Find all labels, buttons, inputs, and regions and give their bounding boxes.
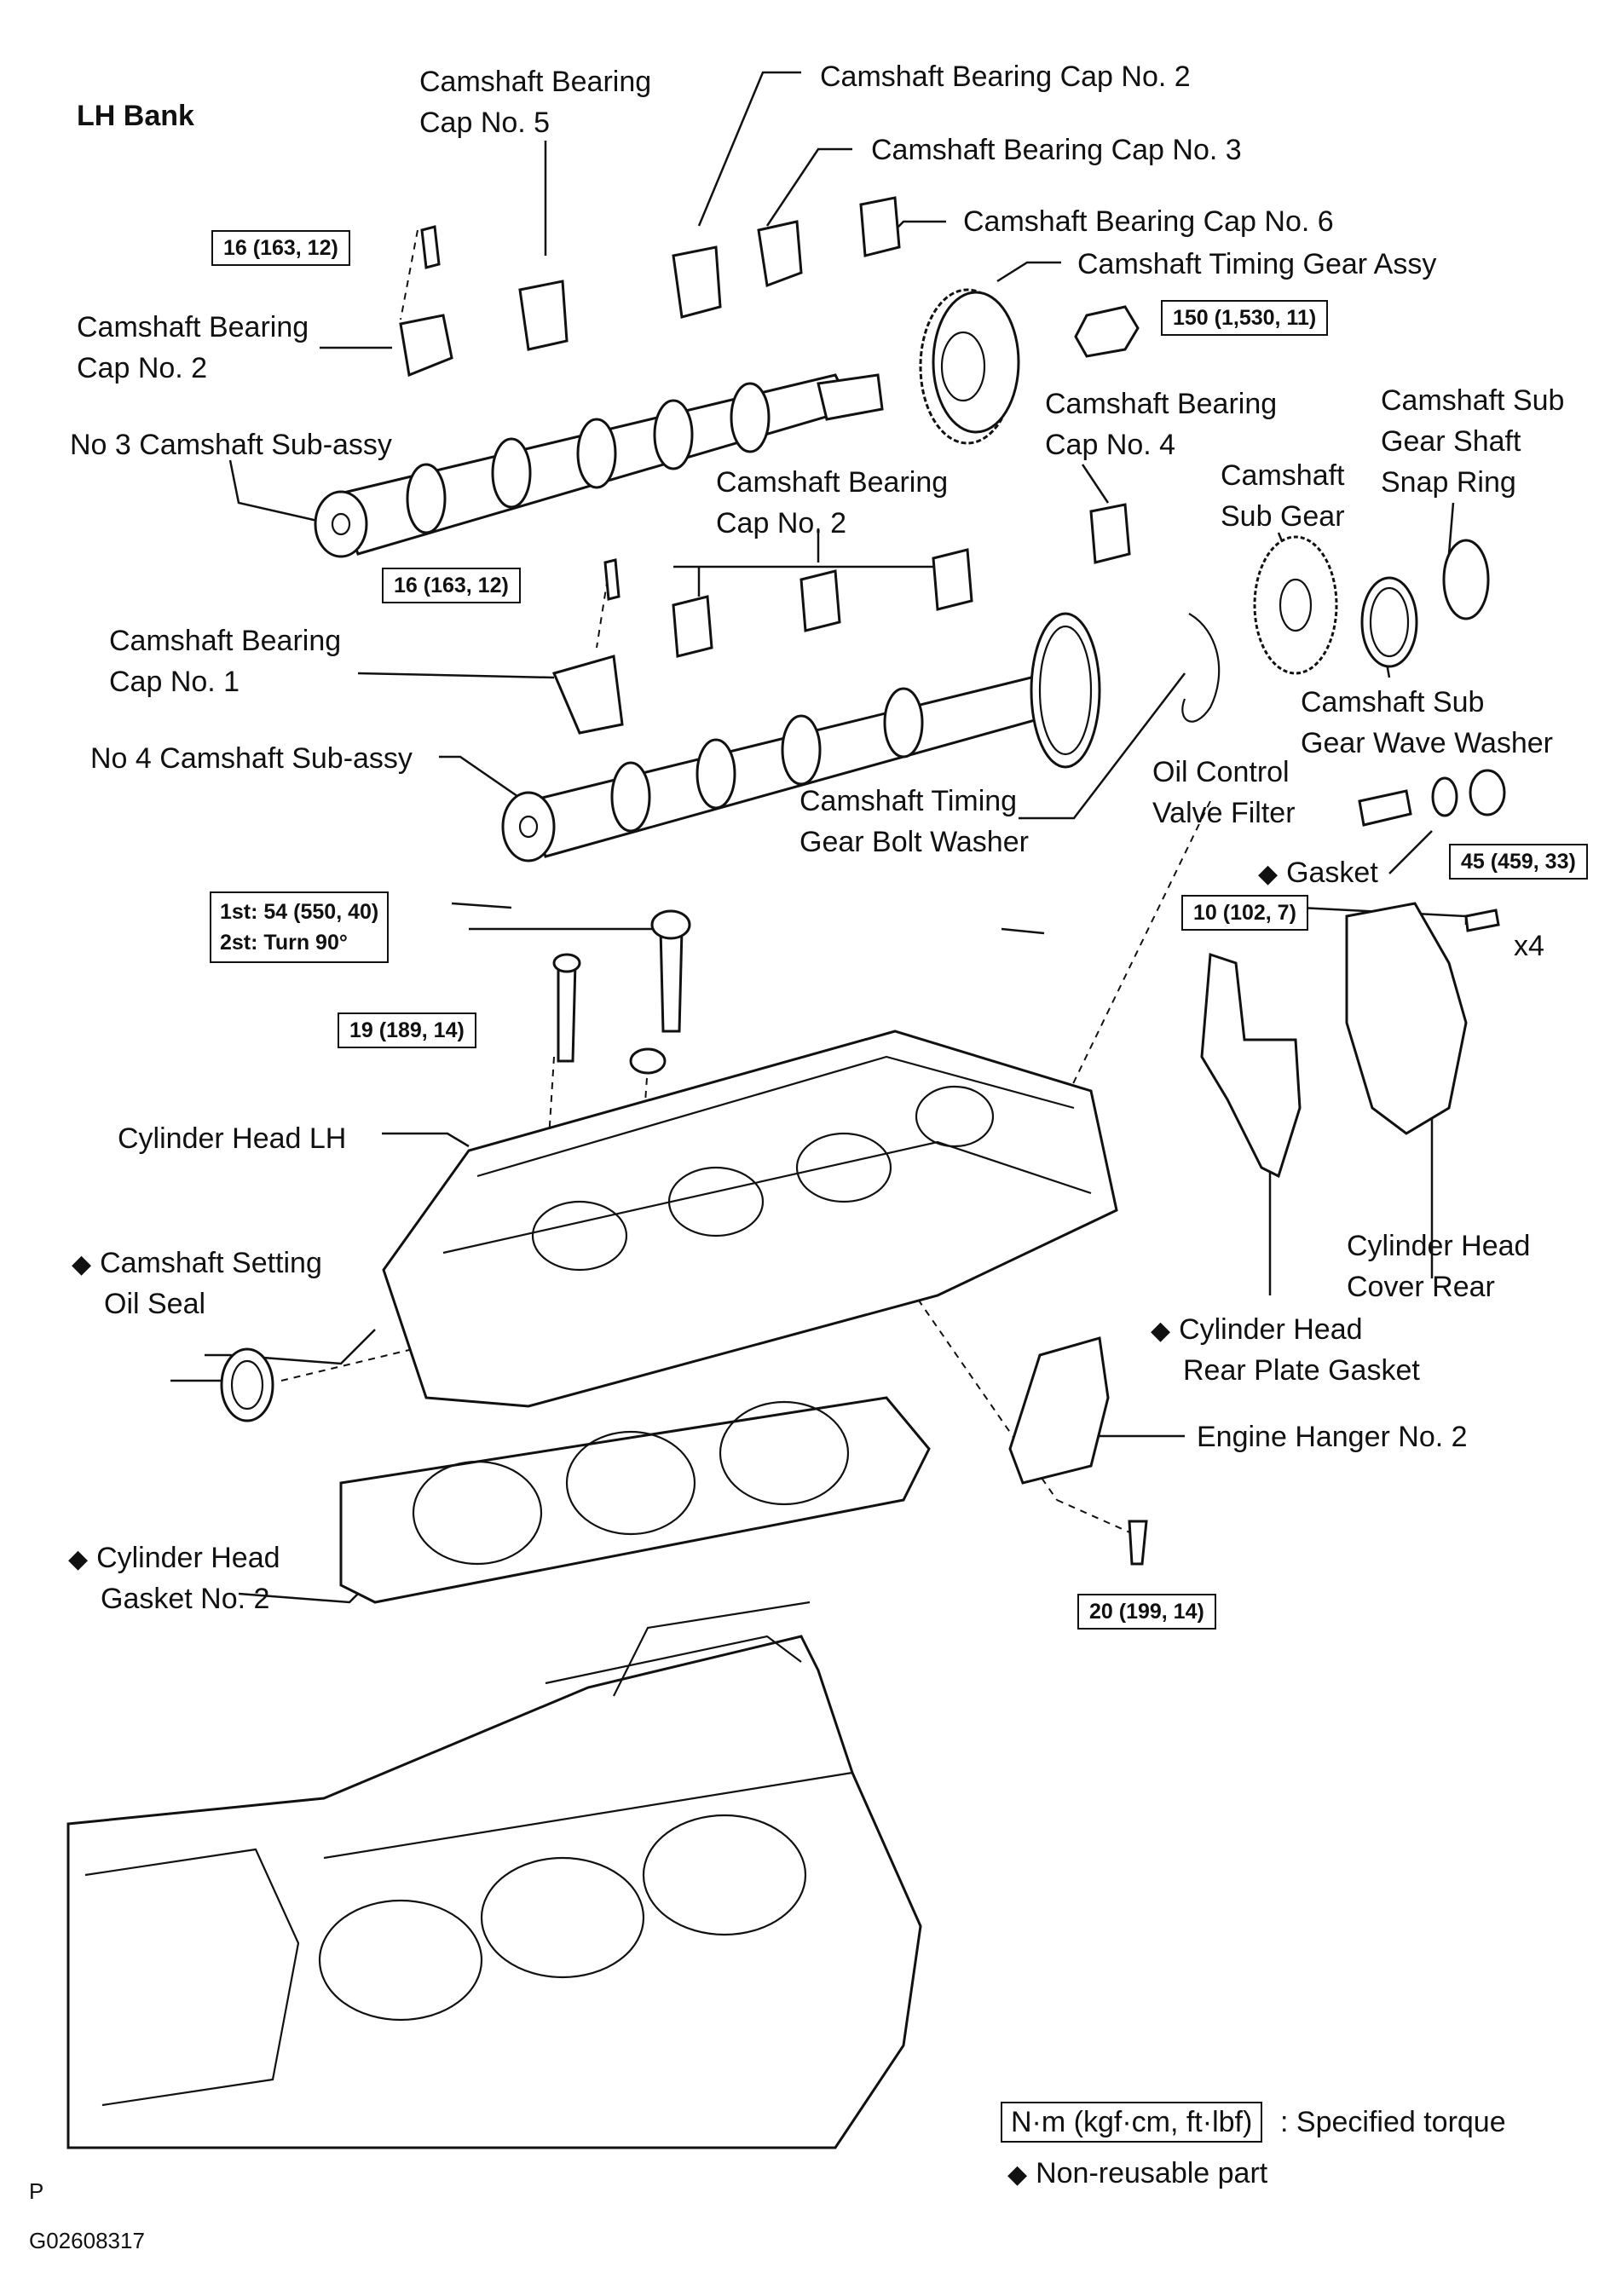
timing-gear-drawing: [919, 288, 1140, 445]
no3-camshaft-drawing: [314, 373, 884, 558]
label-head-gasket-line2: Gasket No. 2: [101, 1583, 270, 1615]
label-snap-ring-line3: Snap Ring: [1381, 466, 1516, 499]
label-bearing-cap-2-mid-line2: Cap No. 2: [716, 507, 847, 539]
torque-box: 20 (199, 14): [1077, 1594, 1216, 1630]
label-bearing-cap-4-line2: Cap No. 4: [1045, 429, 1176, 461]
head-bolts-drawing: [552, 909, 691, 1075]
torque-box: 10 (102, 7): [1181, 895, 1308, 931]
label-oil-seal-line1: ◆ Camshaft Setting: [72, 1243, 322, 1285]
label-oil-filter-line1: Oil Control: [1152, 756, 1290, 788]
label-oil-seal-line2: Oil Seal: [104, 1288, 206, 1320]
label-rear-plate-gasket-line1: ◆ Cylinder Head: [1151, 1309, 1363, 1352]
label-bearing-cap-4-line1: Camshaft Bearing: [1045, 388, 1278, 420]
page-title: LH Bank: [77, 100, 194, 132]
bearing-caps-drawing: [399, 196, 1131, 735]
label-snap-ring-line2: Gear Shaft: [1381, 425, 1521, 458]
oil-seal-drawing: [220, 1347, 274, 1422]
gasket-text: Gasket: [1286, 857, 1378, 889]
label-bearing-cap-2-left-line2: Cap No. 2: [77, 352, 208, 384]
label-bearing-cap-3: Camshaft Bearing Cap No. 3: [871, 134, 1242, 166]
engine-block-drawing: [66, 1601, 922, 2149]
label-no3-camshaft: No 3 Camshaft Sub-assy: [70, 429, 392, 461]
label-no4-camshaft: No 4 Camshaft Sub-assy: [90, 742, 413, 775]
legend-nonreusable-text: Non-reusable part: [1036, 2157, 1268, 2189]
legend-nonreusable: ◆ Non-reusable part: [1007, 2153, 1267, 2195]
label-head-gasket-line1: ◆Cylinder Head: [68, 1537, 280, 1580]
engine-hanger-drawing: [1008, 1336, 1148, 1566]
legend-torque-text: : Specified torque: [1280, 2106, 1506, 2138]
torque-box: 16 (163, 12): [382, 568, 521, 603]
label-cover-rear-line1: Cylinder Head: [1347, 1230, 1531, 1262]
nonreusable-mark: ◆: [1258, 860, 1279, 888]
head-gasket-drawing: [339, 1396, 931, 1604]
label-rear-plate-gasket-line2: Rear Plate Gasket: [1183, 1354, 1420, 1387]
legend-torque-unit: N·m (kgf·cm, ft·lbf): [1001, 2102, 1263, 2143]
label-bearing-cap-1-line2: Cap No. 1: [109, 666, 240, 698]
oil-seal-text: Camshaft Setting: [100, 1247, 322, 1279]
torque-box: 16 (163, 12): [211, 230, 350, 266]
nonreusable-mark: ◆: [1151, 1317, 1171, 1345]
head-gasket-text: Cylinder Head: [96, 1542, 280, 1574]
torque-box-two-step: 1st: 54 (550, 40) 2st: Turn 90°: [210, 891, 390, 963]
label-bolt-washer-line2: Gear Bolt Washer: [799, 826, 1029, 858]
label-sub-gear-line2: Sub Gear: [1221, 500, 1345, 533]
oil-filter-drawing: [1358, 769, 1506, 827]
sub-gear-parts-drawing: [1181, 535, 1490, 723]
torque-box: 19 (189, 14): [338, 1012, 476, 1048]
label-sub-gear-line1: Camshaft: [1221, 459, 1345, 492]
label-wave-washer-line1: Camshaft Sub: [1301, 686, 1485, 718]
rear-cover-drawing: [1200, 902, 1500, 1179]
label-bearing-cap-2-left-line1: Camshaft Bearing: [77, 311, 309, 343]
label-bearing-cap-5-line1: Camshaft Bearing: [419, 66, 652, 98]
label-x4: x4: [1514, 930, 1544, 962]
cylinder-head-drawing: [382, 1030, 1118, 1408]
label-cylinder-head-lh: Cylinder Head LH: [118, 1122, 347, 1155]
nonreusable-mark: ◆: [1007, 2160, 1028, 2189]
label-bearing-cap-6: Camshaft Bearing Cap No. 6: [963, 205, 1334, 238]
footer-letter: P: [29, 2178, 44, 2204]
footer-code: G02608317: [29, 2228, 145, 2253]
label-engine-hanger: Engine Hanger No. 2: [1197, 1421, 1468, 1453]
torque-box: 45 (459, 33): [1449, 844, 1588, 880]
label-timing-gear-assy: Camshaft Timing Gear Assy: [1077, 248, 1437, 280]
label-oil-filter-line2: Valve Filter: [1152, 797, 1296, 829]
label-bolt-washer-line1: Camshaft Timing: [799, 785, 1018, 817]
label-bearing-cap-2-mid-line1: Camshaft Bearing: [716, 466, 949, 499]
label-cover-rear-line2: Cover Rear: [1347, 1271, 1495, 1303]
torque-box: 150 (1,530, 11): [1161, 300, 1329, 336]
torque-step-1: 1st: 54 (550, 40): [220, 900, 379, 924]
rear-plate-gasket-text: Cylinder Head: [1179, 1313, 1363, 1346]
nonreusable-mark: ◆: [72, 1250, 92, 1278]
label-bearing-cap-1-line1: Camshaft Bearing: [109, 625, 342, 657]
torque-step-2: 2st: Turn 90°: [220, 931, 348, 955]
no4-camshaft-drawing: [501, 612, 1101, 862]
label-snap-ring-line1: Camshaft Sub: [1381, 384, 1565, 417]
nonreusable-mark: ◆: [68, 1545, 89, 1573]
label-gasket: ◆Gasket: [1258, 852, 1378, 895]
label-bearing-cap-2-top: Camshaft Bearing Cap No. 2: [820, 61, 1191, 93]
label-bearing-cap-5-line2: Cap No. 5: [419, 107, 551, 139]
label-wave-washer-line2: Gear Wave Washer: [1301, 727, 1554, 759]
